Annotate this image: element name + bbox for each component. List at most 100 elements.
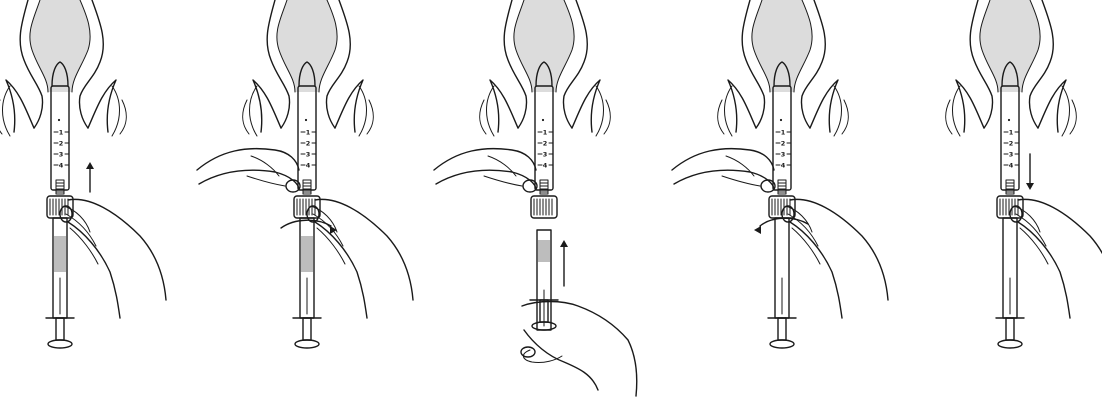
- scale-label-2: 2: [781, 139, 786, 147]
- left-finger-line: [488, 156, 516, 176]
- left-outer-curve: [953, 86, 961, 136]
- left-muscle-line: [728, 80, 756, 132]
- panel-step-4: 1234: [672, 0, 888, 348]
- left-muscle-line: [956, 80, 984, 132]
- scale-label-3: 3: [781, 150, 786, 158]
- left-muscle-line: [490, 80, 518, 132]
- hand-outline: [1018, 199, 1102, 300]
- left-hand-outline: [672, 149, 774, 170]
- hand-outline: [315, 199, 413, 300]
- scale-label-4: 4: [59, 161, 64, 169]
- hand-outline: [68, 199, 166, 300]
- right-muscle-line: [810, 80, 838, 132]
- left-muscle-line: [253, 80, 281, 132]
- plunger-stem: [1006, 318, 1014, 340]
- left-buttock-line: [946, 100, 952, 134]
- applicator-barrel: [1001, 86, 1019, 190]
- left-outer-curve: [3, 86, 11, 136]
- applicator-barrel: [298, 86, 316, 190]
- right-buttock-line: [1070, 100, 1076, 134]
- right-buttock-line: [120, 100, 126, 134]
- left-outer-curve: [725, 86, 733, 136]
- left-finger-line: [722, 176, 760, 186]
- canal-shading: [514, 0, 574, 92]
- arrow-head: [754, 226, 761, 234]
- scale-label-3: 3: [306, 150, 311, 158]
- motion-arrow-up: [86, 162, 94, 192]
- left-outer-curve: [487, 86, 495, 136]
- scale-dot: [305, 119, 307, 121]
- canal-shading: [277, 0, 337, 92]
- left-hand-outline: [197, 149, 299, 170]
- scale-label-3: 3: [543, 150, 548, 158]
- right-outer-curve: [112, 86, 120, 136]
- canal-shading: [752, 0, 812, 92]
- plunger-cap: [770, 340, 794, 348]
- arrow-head: [1026, 183, 1034, 190]
- applicator-barrel: [51, 86, 69, 190]
- canal-shading: [980, 0, 1040, 92]
- right-muscle-line: [1038, 80, 1066, 132]
- medication-fill: [54, 236, 66, 272]
- plunger-stem: [303, 318, 311, 340]
- hand-outline: [68, 222, 120, 318]
- right-outer-curve: [359, 86, 367, 136]
- left-muscle-line: [6, 80, 34, 132]
- left-hand-outline: [674, 170, 774, 190]
- medication-fill: [538, 240, 550, 262]
- hand-outline: [315, 222, 367, 318]
- plunger-cap: [998, 340, 1022, 348]
- scale-label-1: 1: [1009, 128, 1014, 136]
- left-buttock-line: [0, 100, 2, 134]
- plunger-cap: [295, 340, 319, 348]
- scale-label-1: 1: [306, 128, 311, 136]
- scale-label-2: 2: [306, 139, 311, 147]
- lower-hand-outline: [522, 302, 637, 397]
- scale-label-3: 3: [1009, 150, 1014, 158]
- medication-fill: [301, 236, 313, 272]
- scale-label-2: 2: [543, 139, 548, 147]
- left-buttock-line: [480, 100, 486, 134]
- left-finger-line: [726, 156, 754, 176]
- left-buttock-line: [718, 100, 724, 134]
- canal-shading: [30, 0, 90, 92]
- left-outer-curve: [250, 86, 258, 136]
- scale-dot: [58, 119, 60, 121]
- lower-hand-outline: [524, 330, 598, 390]
- right-buttock-line: [842, 100, 848, 134]
- lower-finger-tip: [521, 347, 535, 357]
- applicator-barrel: [773, 86, 791, 190]
- right-muscle-line: [335, 80, 363, 132]
- left-buttock-line: [243, 100, 249, 134]
- scale-dot: [1008, 119, 1010, 121]
- scale-label-1: 1: [59, 128, 64, 136]
- left-finger-line: [247, 176, 285, 186]
- scale-label-3: 3: [59, 150, 64, 158]
- left-hand-outline: [434, 149, 536, 170]
- arrow-head: [330, 226, 337, 234]
- motion-arrow-up: [560, 240, 568, 286]
- scale-dot: [542, 119, 544, 121]
- scale-label-4: 4: [543, 161, 548, 169]
- right-muscle-line: [572, 80, 600, 132]
- right-buttock-line: [604, 100, 610, 134]
- hand-outline: [790, 199, 888, 300]
- plunger-stem: [56, 318, 64, 340]
- scale-label-4: 4: [781, 161, 786, 169]
- right-buttock-line: [367, 100, 373, 134]
- hand-outline: [1018, 222, 1070, 318]
- right-muscle-line: [88, 80, 116, 132]
- left-hand-outline: [436, 170, 536, 190]
- right-outer-curve: [596, 86, 604, 136]
- scale-dot: [780, 119, 782, 121]
- left-finger-line: [251, 156, 279, 176]
- motion-arrow-twist-left: [754, 218, 808, 234]
- left-hand-outline: [199, 170, 299, 190]
- plunger-cap: [48, 340, 72, 348]
- right-outer-curve: [834, 86, 842, 136]
